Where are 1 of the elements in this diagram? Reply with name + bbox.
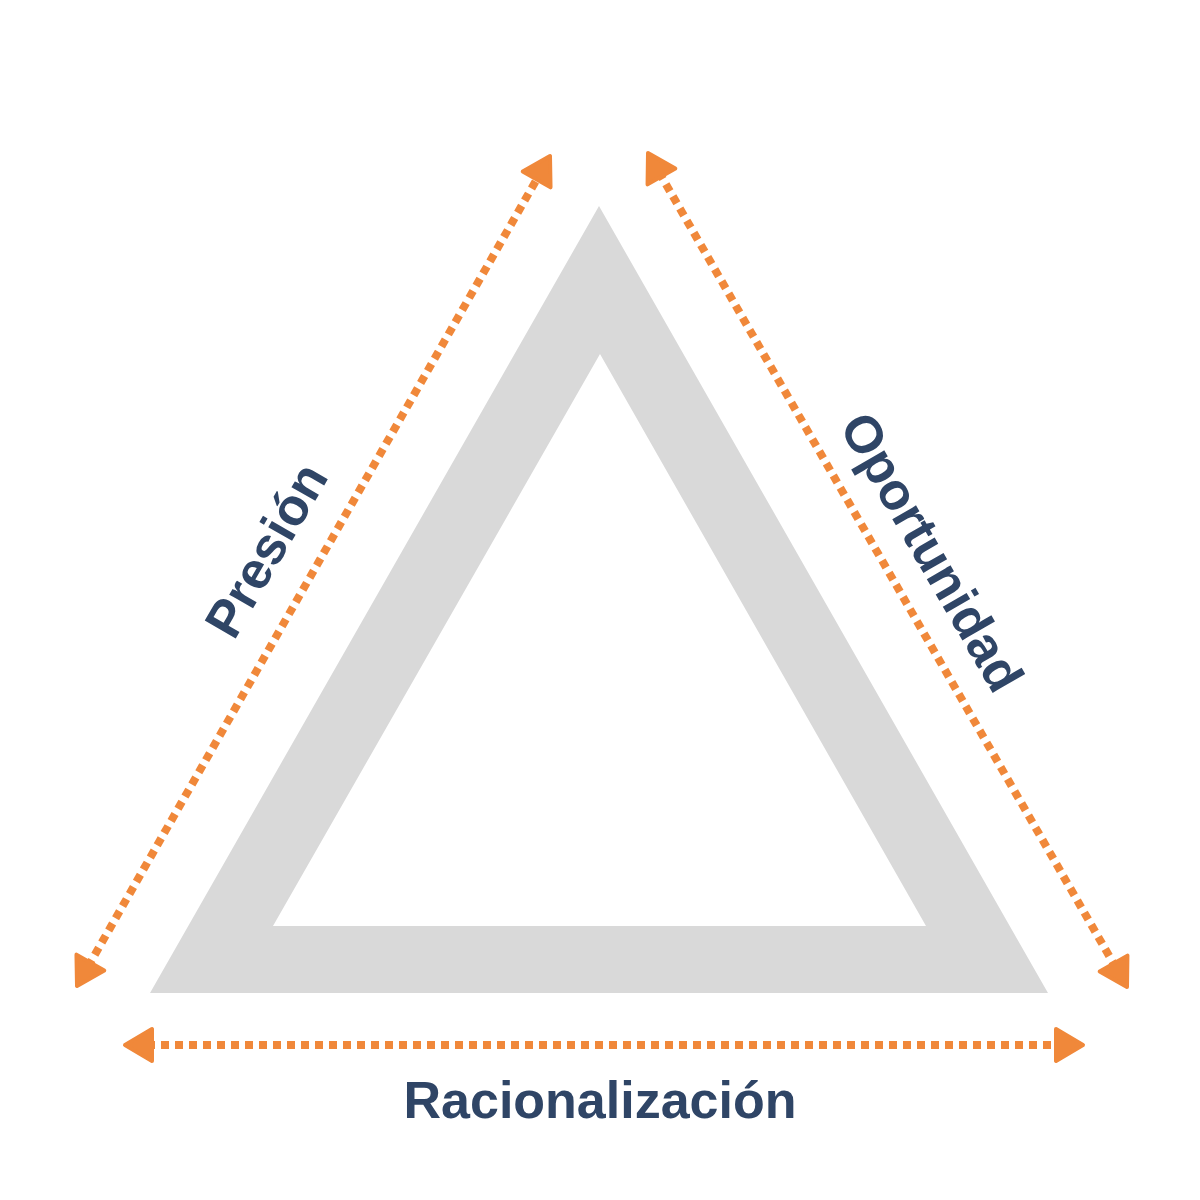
side-label: Racionalización <box>403 1074 797 1126</box>
